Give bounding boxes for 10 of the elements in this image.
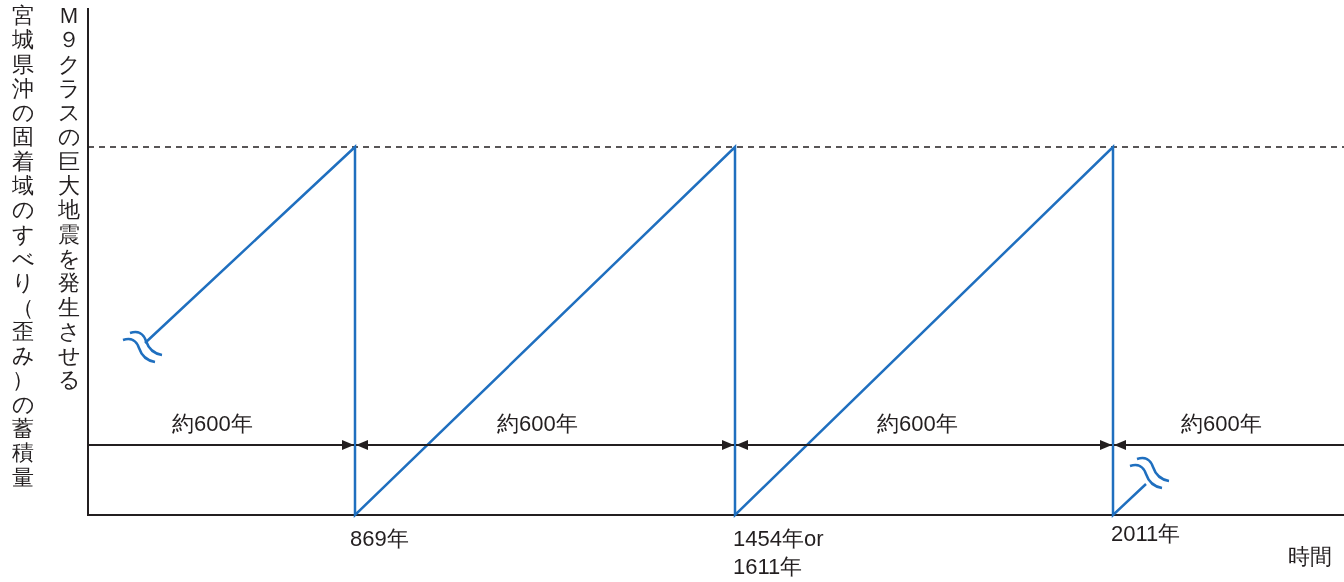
year-label: 1454年or 1611年 [733, 525, 825, 581]
axis-label: Ｍ９クラスの巨大地震を発生させる [56, 4, 82, 393]
year-label: 869年 [350, 525, 409, 553]
period-label: 約600年 [497, 410, 578, 438]
period-label: 約600年 [877, 410, 958, 438]
period-label: 約600年 [1181, 410, 1262, 438]
axis-label: 時間 [1288, 543, 1332, 571]
year-label: 2011年 [1111, 520, 1181, 548]
axis-label: 宮城県沖の固着域のすべり（歪み）の蓄積量 [10, 4, 36, 490]
period-label: 約600年 [172, 410, 253, 438]
